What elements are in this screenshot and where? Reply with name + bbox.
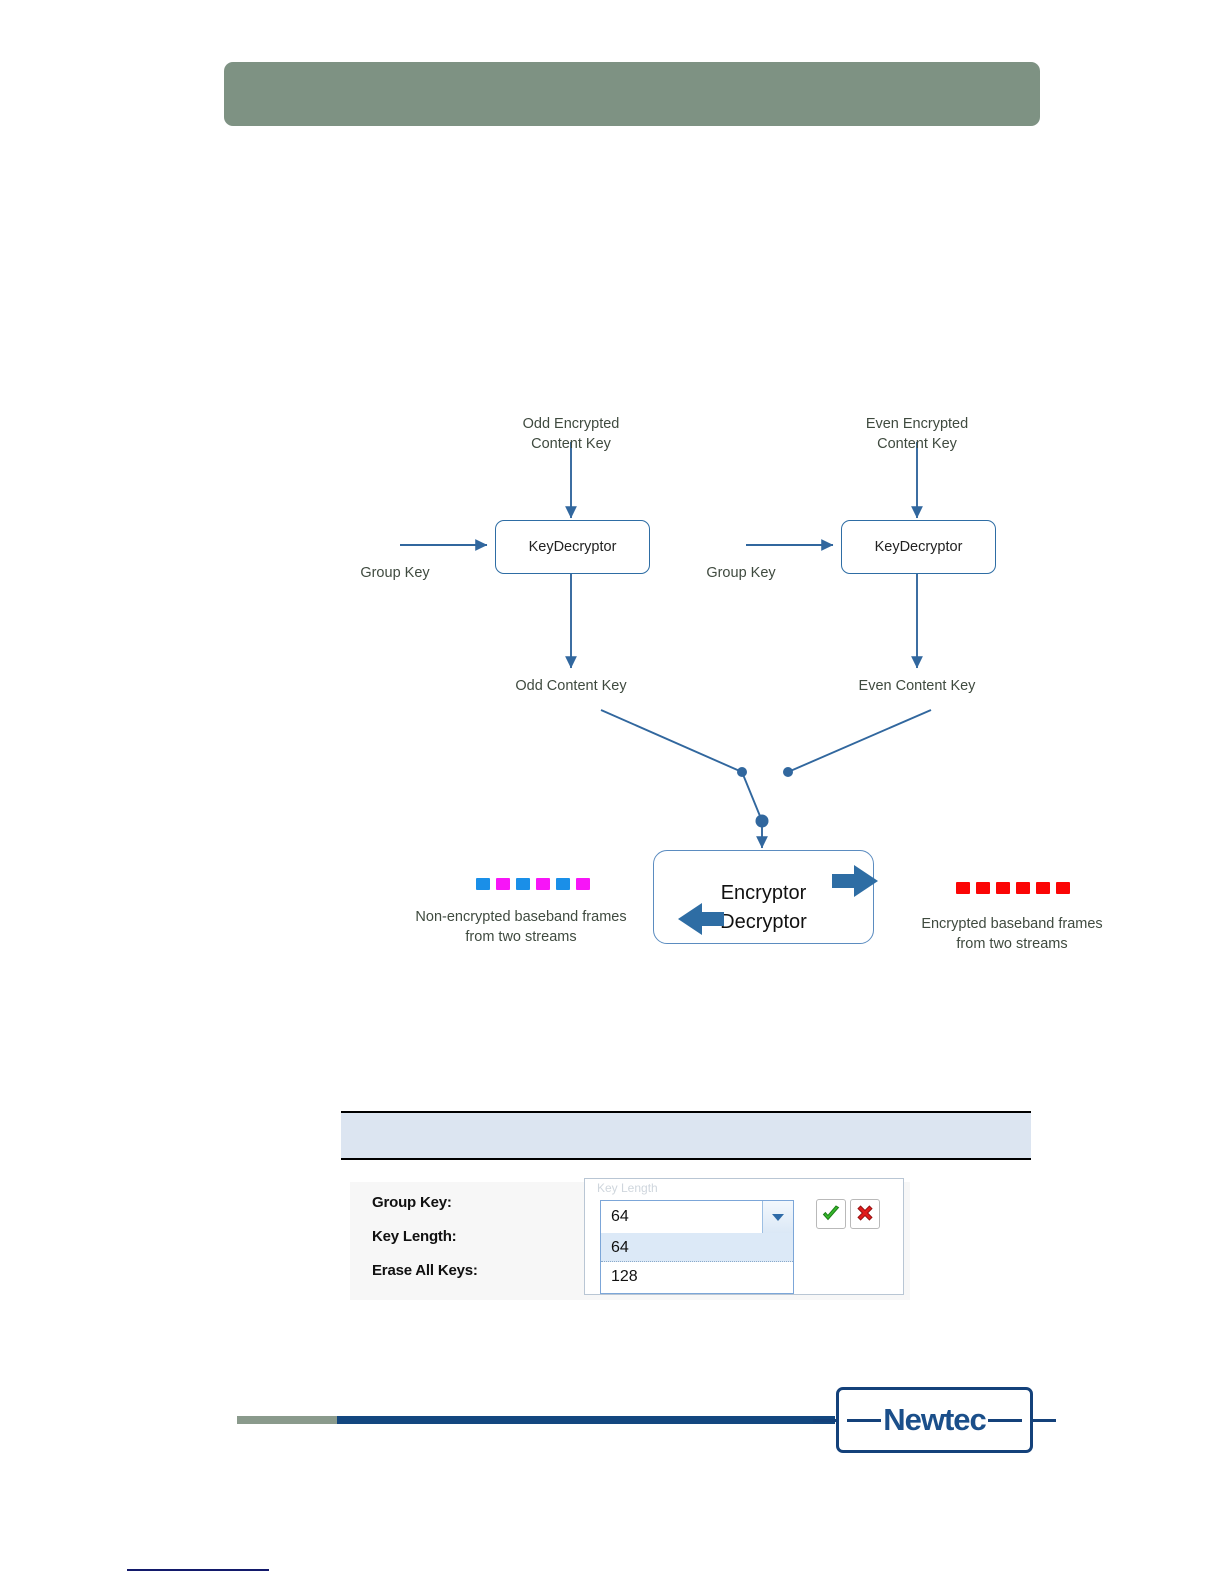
caption-non-encrypted-frames: Non-encrypted baseband frames from two s… (415, 909, 627, 945)
stream-square (516, 878, 530, 890)
logo-wordmark: Newtec (883, 1402, 987, 1437)
logo-tick-right (1030, 1419, 1056, 1422)
footer-rule-green (237, 1416, 337, 1424)
node-key-decryptor-even-label: KeyDecryptor (874, 539, 963, 555)
stream-square (996, 882, 1010, 894)
stream-square (556, 878, 570, 890)
stream-square (496, 878, 510, 890)
stream-square (536, 878, 550, 890)
logo-inner-rule-right (988, 1419, 1022, 1422)
node-encryptor-decryptor: Encryptor Decryptor (653, 850, 874, 944)
label-even-content-key: Even Content Key (858, 678, 976, 694)
key-length-option-list[interactable]: 64 128 (600, 1233, 794, 1294)
check-icon (822, 1205, 840, 1221)
stream-square (576, 878, 590, 890)
newtec-logo: Newtec (813, 1387, 1056, 1453)
key-length-selected-value: 64 (611, 1208, 629, 1225)
confirm-button[interactable] (816, 1199, 846, 1229)
stream-square (1036, 882, 1050, 894)
caption-encrypted-frames: Encrypted baseband frames from two strea… (921, 916, 1103, 952)
key-length-combobox[interactable]: 64 (600, 1200, 794, 1234)
table-header-row (341, 1113, 1031, 1158)
footer-rule-blue (337, 1416, 835, 1424)
encryptor-io-arrows (678, 865, 878, 935)
stream-square (1056, 882, 1070, 894)
label-even-encrypted-content-key: Even Encrypted Content Key (865, 416, 969, 452)
page-header-band (224, 62, 1040, 126)
diagram-connectors (400, 442, 932, 849)
logo-tick-left (813, 1419, 839, 1422)
dropdown-ghost-label: Key Length (597, 1181, 658, 1195)
node-encryptor-decryptor-text: Encryptor Decryptor (654, 879, 873, 937)
label-group-key-left: Group Key (360, 565, 430, 581)
label-key-length: Key Length: (372, 1228, 457, 1245)
label-group-key: Group Key: (372, 1194, 452, 1211)
encrypted-stream-squares (956, 882, 1070, 894)
stream-square (956, 882, 970, 894)
stream-square (476, 878, 490, 890)
decryptor-line: Decryptor (720, 911, 807, 933)
option-128[interactable]: 128 (611, 1268, 638, 1285)
key-settings-form: Group Key: Key Length: Erase All Keys: K… (350, 1178, 970, 1300)
label-erase-all-keys: Erase All Keys: (372, 1262, 478, 1279)
close-icon (857, 1205, 873, 1221)
node-key-decryptor-odd: KeyDecryptor (495, 520, 650, 574)
node-key-decryptor-odd-label: KeyDecryptor (528, 539, 617, 555)
label-odd-content-key: Odd Content Key (515, 678, 627, 694)
non-encrypted-stream-squares (476, 878, 590, 890)
table-bottom-rule (341, 1158, 1031, 1160)
encryption-flow-diagram: Odd Encrypted Content Key Even Encrypted… (0, 380, 1224, 980)
chevron-down-icon[interactable] (762, 1201, 793, 1233)
node-key-decryptor-even: KeyDecryptor (841, 520, 996, 574)
label-odd-encrypted-content-key: Odd Encrypted Content Key (522, 416, 620, 452)
settings-table (341, 1111, 1031, 1160)
stream-square (1016, 882, 1030, 894)
stream-square (976, 882, 990, 894)
cancel-button[interactable] (850, 1199, 880, 1229)
label-group-key-right: Group Key (706, 565, 776, 581)
encryptor-line: Encryptor (720, 882, 807, 904)
table-top-rule (341, 1111, 1031, 1113)
footnote-separator (127, 1569, 269, 1571)
option-64[interactable]: 64 (601, 1233, 793, 1262)
logo-inner-rule-left (847, 1419, 881, 1422)
